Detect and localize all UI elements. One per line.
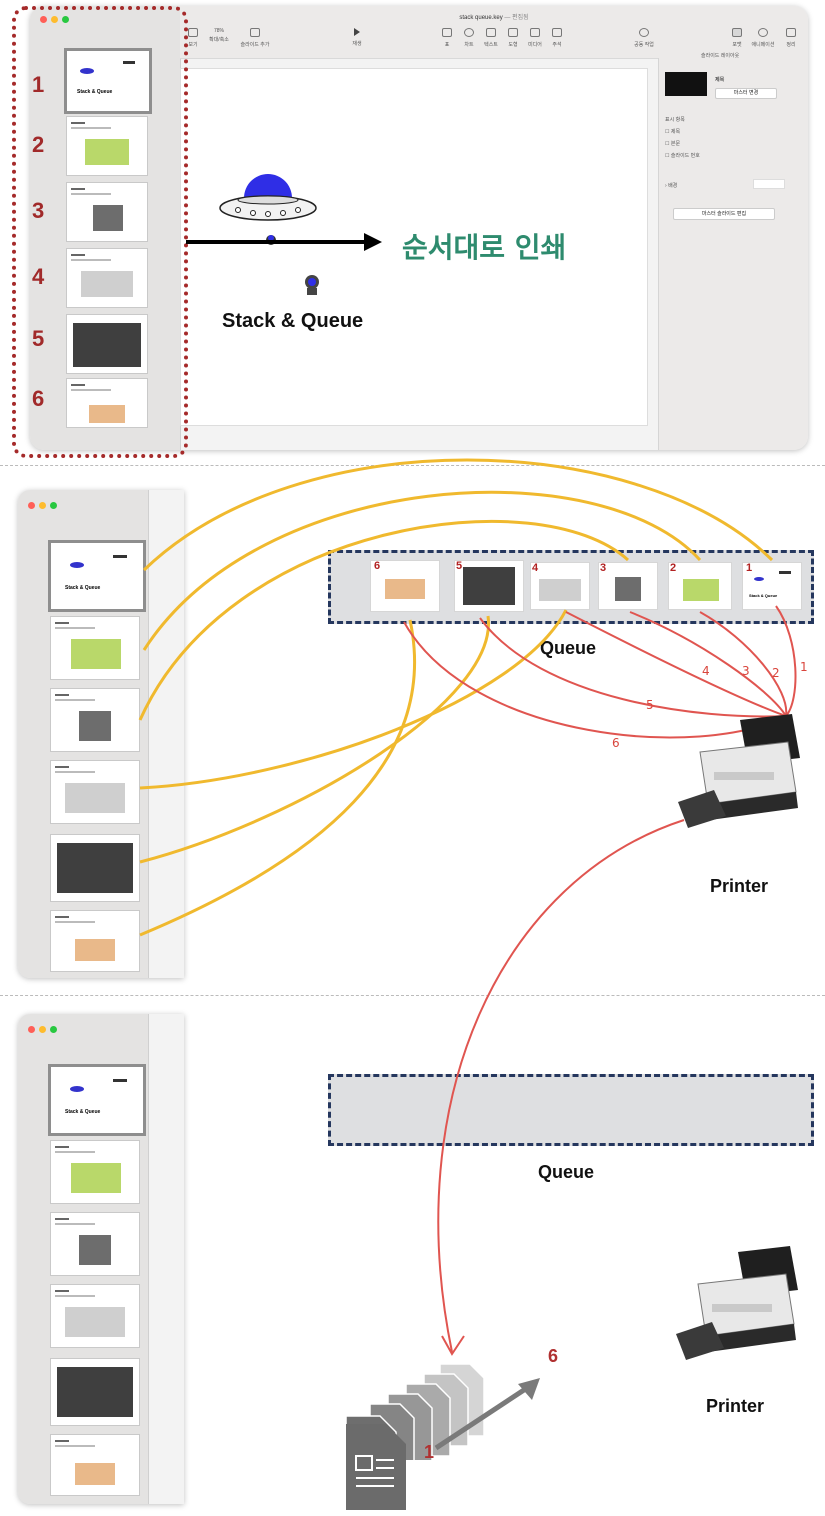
printer-icon [668,1244,808,1364]
printed-page-front [344,1416,414,1516]
output-end-label: 6 [548,1346,558,1367]
order-arrow [430,1370,550,1460]
printer-label: Printer [706,1396,764,1417]
output-start-label: 1 [424,1442,434,1463]
